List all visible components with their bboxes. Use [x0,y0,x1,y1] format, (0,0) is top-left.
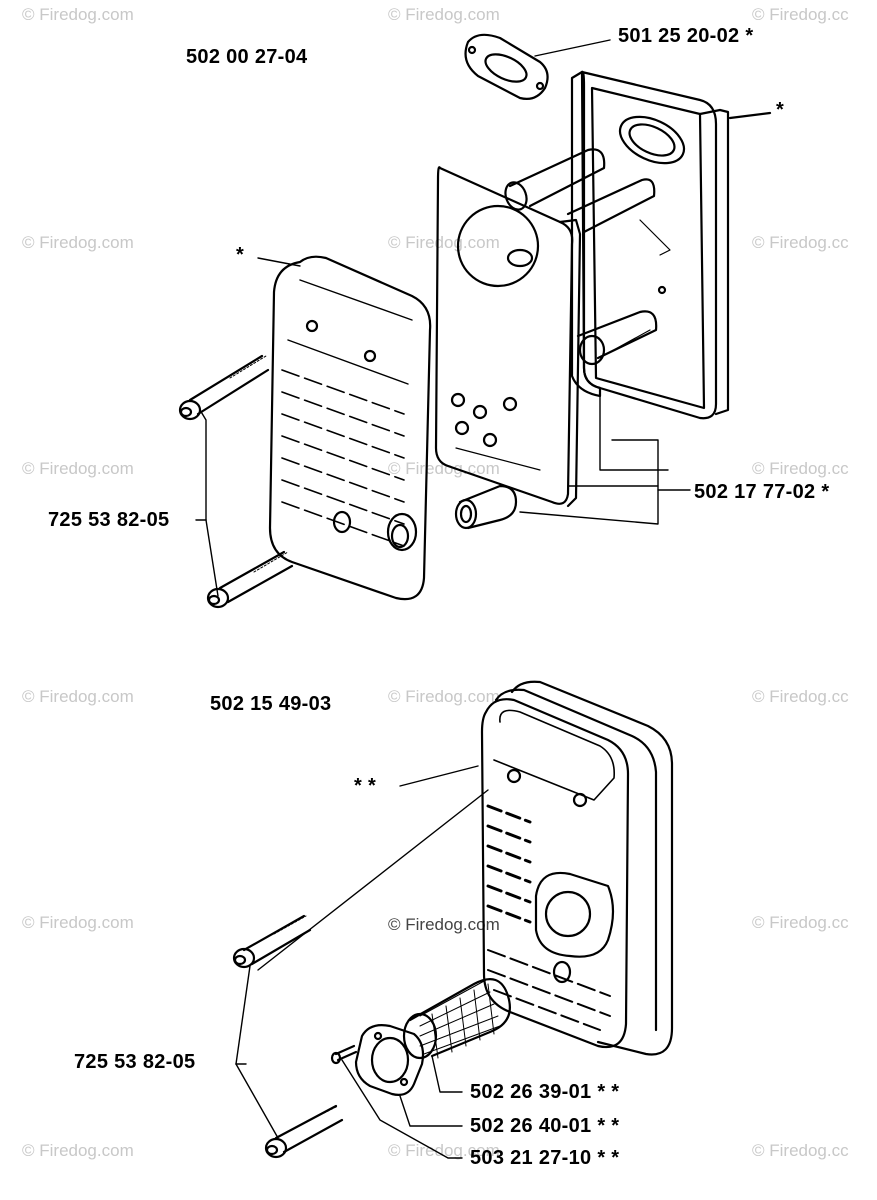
bottom-gasket [354,1024,425,1096]
watermark: © Firedog.com [22,233,134,252]
watermark: © Firedog.com [22,1141,134,1160]
bottom-leaders [235,765,489,1159]
watermark: © Firedog.com [388,233,500,252]
watermark: © Firedog.cc [752,233,849,252]
back-shell [570,70,772,420]
spark-screen [402,978,511,1060]
watermark-center: © Firedog.com [388,915,500,934]
bottom-screws [232,914,344,1159]
watermark: © Firedog.com [22,687,134,706]
watermark: © Firedog.com [22,913,134,932]
callout-screen: 502 26 39-01 * * [470,1081,620,1103]
callout-tubes: 502 17 77-02 * [694,481,830,503]
bottom-assembly-part-number: 502 15 49-03 [210,693,332,715]
watermark: © Firedog.com [388,1141,500,1160]
watermark: © Firedog.com [388,5,500,24]
watermark: © Firedog.com [388,687,500,706]
watermark: © Firedog.cc [752,687,849,706]
callout-gasket-bottom: 502 26 40-01 * * [470,1115,620,1137]
callout-front-cover-marker: * [236,244,245,266]
watermark: © Firedog.cc [752,5,849,24]
loose-tube [454,484,518,530]
top-tubes [504,148,658,366]
top-front-cover [268,255,432,601]
watermark: © Firedog.com [388,459,500,478]
middle-plate [434,166,582,508]
watermark: © Firedog.cc [752,459,849,478]
watermark: © Firedog.com [22,459,134,478]
callout-screws-bottom: 725 53 82-05 [74,1051,196,1073]
callout-back-shell-marker: * [776,99,785,121]
callout-muffler-marker: * * [354,775,377,797]
top-screws [178,354,294,609]
small-screw [330,1044,358,1065]
watermark: © Firedog.cc [752,913,849,932]
top-assembly-part-number: 502 00 27-04 [186,46,308,68]
bottom-muffler [480,680,674,1056]
watermark: © Firedog.cc [752,1141,849,1160]
watermark: © Firedog.com [22,5,134,24]
callout-screws-top: 725 53 82-05 [48,509,170,531]
top-leaders [195,39,691,597]
callout-small-screw: 503 21 27-10 * * [470,1147,620,1169]
callout-gasket-top: 501 25 20-02 * [618,25,754,47]
top-gasket [464,33,549,100]
